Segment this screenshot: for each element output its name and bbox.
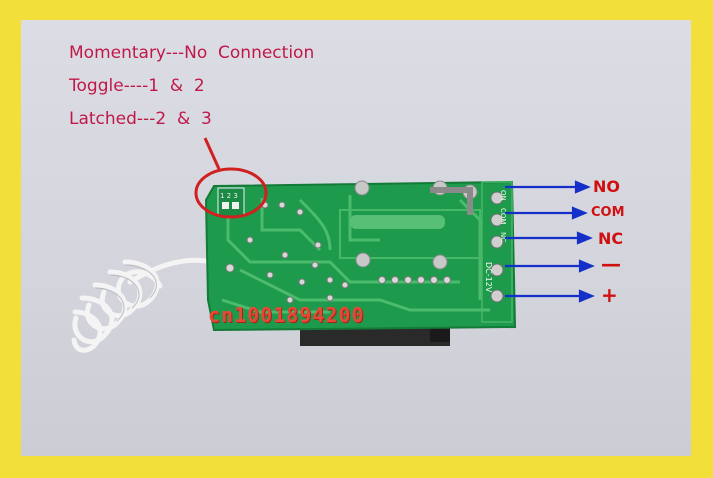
terminal-label-plus: +: [601, 283, 618, 307]
terminal-block: [481, 181, 513, 323]
antenna-coil: [71, 257, 215, 353]
terminal-label-minus: —: [601, 252, 621, 276]
pin-label-nc: NC: [499, 232, 507, 242]
terminal-arrows: [505, 180, 595, 303]
watermark-text: cn1001894200: [208, 303, 365, 327]
note-toggle: Toggle----1 & 2: [69, 76, 205, 96]
jumper-pads: 1 2 3: [217, 187, 245, 217]
jumper-highlight-circle: [194, 167, 268, 219]
power-marking: DC-12V: [484, 262, 493, 293]
jumper-digits: 1 2 3: [220, 192, 238, 200]
pcb-traces: [221, 195, 490, 314]
pin-label-on: ON: [499, 190, 507, 201]
note-latched: Latched---2 & 3: [69, 109, 212, 129]
terminal-label-no: NO: [593, 177, 620, 196]
pointer-line: [203, 137, 221, 170]
note-momentary: Momentary---No Connection: [69, 43, 315, 63]
terminal-label-com: COM: [591, 205, 625, 220]
relay-footprint: [339, 180, 481, 270]
pin-label-com: COM: [499, 208, 507, 224]
solder-pads: [225, 201, 451, 304]
terminal-label-nc: NC: [598, 229, 624, 248]
